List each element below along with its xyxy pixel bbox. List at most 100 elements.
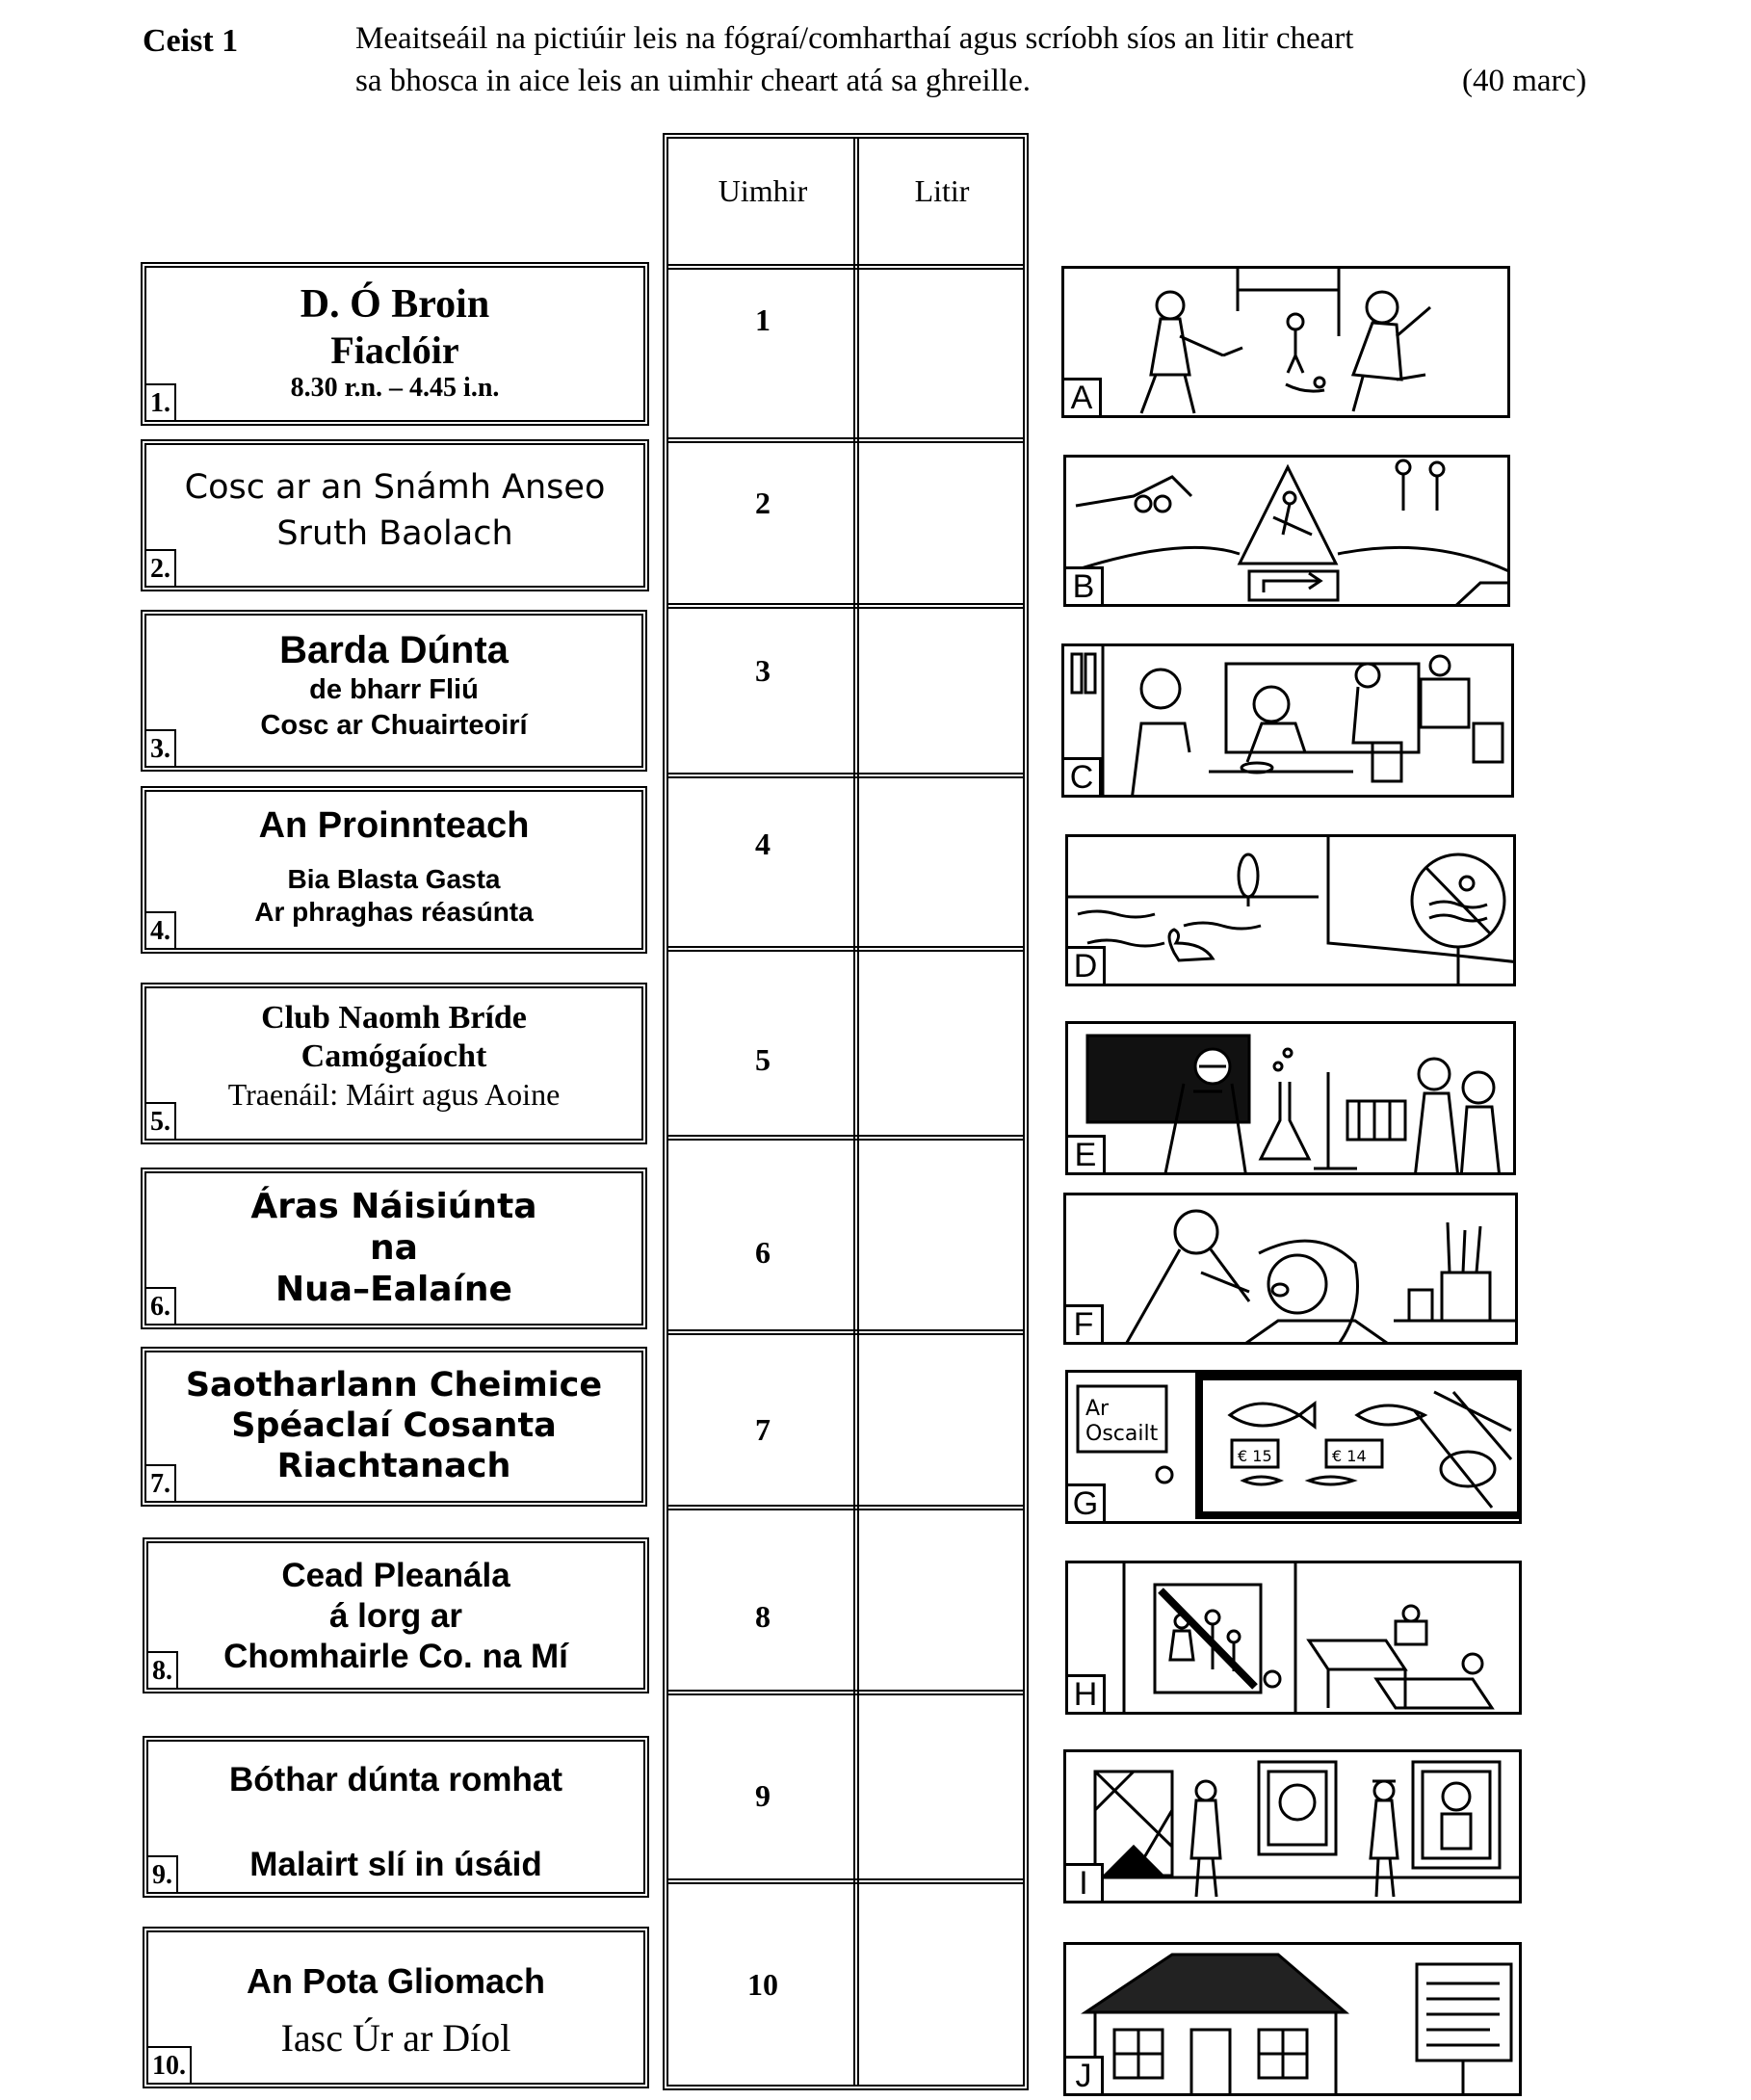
grid-number-6: 6 <box>755 1235 771 1270</box>
sign-6-number: 6. <box>144 1287 176 1326</box>
question-label: Ceist 1 <box>143 23 239 59</box>
hospital-ward-icon <box>1122 1563 1495 1712</box>
picture-c-letter: C <box>1064 757 1102 795</box>
grid-divider <box>853 139 859 2087</box>
grid-number-10: 10 <box>747 1967 778 2002</box>
grid-row-divider <box>668 773 1023 778</box>
sign-7: Saotharlann Cheimice Spéaclaí Cosanta Ri… <box>141 1347 647 1507</box>
no-swimming-lake-icon <box>1068 837 1513 984</box>
sign-1: D. Ó Broin Fiaclóir 8.30 r.n. – 4.45 i.n… <box>141 262 649 426</box>
house-planning-notice-icon <box>1081 1953 1513 2093</box>
answer-letter-box-3[interactable] <box>861 611 1025 769</box>
answer-letter-box-6[interactable] <box>861 1142 1025 1326</box>
fish-shop-sign-text-2: Oscailt <box>1085 1422 1159 1446</box>
sign-3-line-2: de bharr Fliú <box>309 674 479 705</box>
picture-b-letter: B <box>1066 566 1104 604</box>
chemistry-lab-icon <box>1085 1034 1501 1172</box>
sign-10-line-2: Iasc Úr ar Díol <box>280 2016 511 2060</box>
grid-row-divider <box>668 1135 1023 1141</box>
picture-g: Ar Oscailt € 15 € 14 G <box>1065 1370 1522 1524</box>
answer-letter-box-9[interactable] <box>861 1697 1025 1875</box>
sign-9-line-2: Malairt slí in úsáid <box>249 1846 542 1883</box>
sign-10: An Pota Gliomach Iasc Úr ar Díol 10. <box>143 1927 649 2088</box>
grid-header-letter: Litir <box>914 173 970 208</box>
sign-2-line-2: Sruth Baolach <box>276 514 513 553</box>
answer-letter-box-1[interactable] <box>861 272 1025 433</box>
sign-8-line-1: Cead Pleanála <box>281 1557 510 1594</box>
fish-price-2: € 14 <box>1332 1447 1367 1465</box>
grid-row-divider <box>668 1690 1023 1695</box>
grid-row-divider <box>668 603 1023 609</box>
sign-10-line-1: An Pota Gliomach <box>246 1961 546 2001</box>
picture-i: I <box>1063 1749 1522 1903</box>
sign-8-line-3: Chomhairle Co. na Mí <box>223 1638 568 1675</box>
fish-shop-sign-text-1: Ar <box>1085 1397 1110 1421</box>
sign-7-line-2: Spéaclaí Cosanta <box>231 1406 557 1445</box>
answer-letter-box-8[interactable] <box>861 1512 1025 1686</box>
sign-7-line-1: Saotharlann Cheimice <box>185 1366 603 1404</box>
answer-letter-box-4[interactable] <box>861 780 1025 942</box>
sign-8: Cead Pleanála á lorg ar Chomhairle Co. n… <box>143 1537 649 1693</box>
sign-7-line-3: Riachtanach <box>276 1447 511 1485</box>
sign-6-line-2: na <box>370 1228 418 1268</box>
sign-7-number: 7. <box>144 1464 176 1503</box>
grid-row-divider <box>668 264 1023 270</box>
sign-2: Cosc ar an Snámh Anseo Sruth Baolach 2. <box>141 439 649 591</box>
sign-4-line-1: An Proinnteach <box>258 805 530 846</box>
sign-1-line-2: Fiaclóir <box>330 328 459 372</box>
picture-e-letter: E <box>1068 1135 1106 1172</box>
grid-row-divider <box>668 946 1023 952</box>
picture-h-letter: H <box>1068 1674 1106 1712</box>
picture-d: D <box>1065 834 1516 986</box>
sign-8-line-2: á lorg ar <box>328 1597 463 1635</box>
picture-f: F <box>1063 1193 1518 1345</box>
sign-3-number: 3. <box>144 729 176 768</box>
sign-6-line-3: Nua–Ealaíne <box>275 1270 512 1309</box>
sign-10-number: 10. <box>146 2046 192 2085</box>
picture-h: H <box>1065 1561 1522 1715</box>
answer-letter-box-5[interactable] <box>861 954 1025 1131</box>
sign-2-number: 2. <box>144 549 176 588</box>
fish-shop-icon: Ar Oscailt € 15 € 14 <box>1076 1373 1519 1519</box>
sign-1-number: 1. <box>144 383 176 422</box>
picture-f-letter: F <box>1066 1304 1104 1342</box>
sign-9-number: 9. <box>146 1855 178 1894</box>
sign-3: Barda Dúnta de bharr Fliú Cosc ar Chuair… <box>141 610 647 772</box>
picture-j: J <box>1063 1942 1522 2096</box>
picture-e: E <box>1065 1021 1516 1175</box>
sign-5-line-3: Traenáil: Máirt agus Aoine <box>227 1077 561 1112</box>
picture-d-letter: D <box>1068 946 1106 984</box>
grid-number-3: 3 <box>755 653 771 688</box>
picture-a: A <box>1061 266 1510 418</box>
answer-letter-box-7[interactable] <box>861 1337 1025 1501</box>
grid-number-2: 2 <box>755 486 771 520</box>
sign-9: Bóthar dúnta romhat Malairt slí in úsáid… <box>143 1736 649 1898</box>
sign-4: An Proinnteach Bia Blasta Gasta Ar phrag… <box>141 786 647 954</box>
grid-row-divider <box>668 1329 1023 1335</box>
picture-b: B <box>1063 455 1510 607</box>
sign-6: Áras Náisiúnta na Nua–Ealaíne 6. <box>141 1168 647 1329</box>
picture-c: C <box>1061 643 1514 798</box>
sign-5-line-1: Club Naomh Bríde <box>261 1000 527 1036</box>
dentist-icon <box>1125 1209 1515 1342</box>
sign-9-line-1: Bóthar dúnta romhat <box>228 1761 563 1798</box>
sign-5-number: 5. <box>144 1102 176 1141</box>
picture-a-letter: A <box>1064 378 1102 415</box>
camogie-players-icon <box>1139 269 1431 414</box>
roadworks-sign-icon <box>1066 459 1507 604</box>
instruction-line-1: Meaitseáil na pictiúir leis na fógraí/co… <box>355 21 1354 56</box>
grid-number-9: 9 <box>755 1778 771 1813</box>
grid-number-5: 5 <box>755 1042 771 1077</box>
sign-4-line-2: Bia Blasta Gasta <box>287 864 501 894</box>
sign-1-line-1: D. Ó Broin <box>300 282 490 327</box>
art-gallery-icon <box>1066 1760 1519 1898</box>
sign-5: Club Naomh Bríde Camógaíocht Traenáil: M… <box>141 983 647 1144</box>
grid-row-divider <box>668 437 1023 443</box>
sign-3-line-3: Cosc ar Chuairteoirí <box>260 710 528 741</box>
answer-letter-box-2[interactable] <box>861 445 1025 599</box>
instruction-line-2: sa bhosca in aice leis an uimhir cheart … <box>355 64 1031 98</box>
grid-row-divider <box>668 1878 1023 1884</box>
grid-number-7: 7 <box>755 1412 771 1447</box>
answer-letter-box-10[interactable] <box>861 1886 1025 2081</box>
